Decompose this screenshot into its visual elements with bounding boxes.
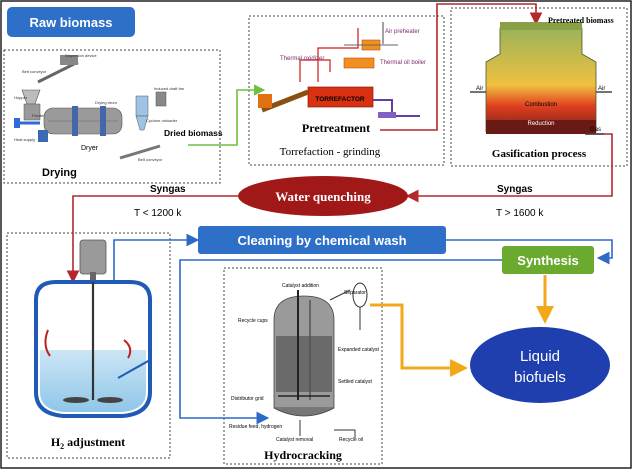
thermal-oxidizer-label: Thermal oxidizer: [280, 56, 324, 62]
feeder-label: Feeder: [32, 113, 45, 118]
heat-supply-label: Heat supply: [14, 137, 35, 142]
co-label: CO: [54, 308, 66, 317]
pretreatment-title: Pretreatment: [302, 121, 370, 135]
h2-adjustment-title: H2 adjustment: [51, 435, 125, 451]
pretreated-biomass-label: Pretreated biomass: [548, 16, 614, 25]
recycle-cups-label: Recycle cups: [238, 318, 268, 324]
syngas-left-label: Syngas: [150, 184, 186, 195]
expanded-catalyst-label: Expanded catalyst: [338, 347, 379, 353]
dispersion-label: Dispersion device: [65, 53, 97, 58]
air-right-label: Air: [598, 86, 605, 92]
hopper-label: Hopper: [14, 95, 28, 100]
settled-catalyst-label: Settled catalyst: [338, 379, 373, 385]
raw-biomass-pill: [7, 7, 135, 37]
catalyst-addition-label: Catalyst addition: [282, 283, 319, 289]
thermal-oil-boiler-label: Thermal oil boiler: [380, 60, 426, 66]
water-quenching-label: Water quenching: [275, 189, 371, 204]
recycle-oil-label: Recycle oil: [339, 437, 363, 443]
liquid-line2: biofuels: [514, 369, 566, 386]
pretreatment-subtitle: Torrefaction - grinding: [280, 146, 381, 158]
hydrocracker-illustration: [273, 282, 368, 438]
co2-h2-label: CO2+H2: [109, 310, 137, 317]
gasification-title: Gasification process: [492, 148, 587, 160]
cleaning-pill: [198, 226, 446, 254]
catalyst-removal-label: Catalyst removal: [276, 437, 313, 443]
hydrocracking-title: Hydrocracking: [264, 448, 342, 462]
dryer-illustration: [14, 55, 167, 160]
dryer-label: Dryer: [81, 145, 99, 152]
temp-right-label: T > 1600 k: [496, 208, 544, 219]
combustion-label: Combustion: [525, 102, 557, 108]
syngas-right-label: Syngas: [497, 184, 533, 195]
air-left-label: Air: [476, 86, 483, 92]
water-quenching-pill: [238, 176, 408, 216]
cleaning-to-synthesis-line: [446, 239, 613, 265]
belt-conveyor2-label: Belt conveyor: [138, 157, 163, 162]
gasifier-illustration: [470, 22, 612, 135]
cyclone-label: Cyclone unloader: [146, 118, 178, 123]
gas-label: Gas: [590, 127, 601, 133]
distributor-grid-label: Distributor grid: [231, 396, 264, 402]
syngas-left-line: [66, 195, 238, 284]
synthesis-pill: [502, 246, 594, 274]
h2-to-cleaning-line: [113, 233, 200, 282]
temp-left-label: T < 1200 k: [134, 208, 182, 219]
hydrocracking-to-fuel-arrow: [370, 303, 468, 377]
h2o-label: H2O: [52, 332, 68, 341]
synthesis-to-hydrocracking-line: [179, 259, 502, 425]
drying-title: Drying: [42, 167, 77, 179]
drying-drum-label: Drying drum: [95, 100, 117, 105]
liquid-biofuels-pill: [470, 327, 610, 403]
dried-biomass-label: Dried biomass: [164, 128, 223, 138]
cleaning-label: Cleaning by chemical wash: [237, 233, 406, 248]
induced-fan-label: Induced draft fan: [154, 86, 184, 91]
h2-reactor-illustration: [34, 239, 152, 418]
residue-feed-label: Residue feed, hydrogen: [229, 424, 282, 430]
raw-biomass-label: Raw biomass: [29, 15, 112, 30]
synthesis-label: Synthesis: [517, 253, 578, 268]
liquid-line1: Liquid: [520, 348, 560, 365]
pretreated-flow-line: [380, 3, 543, 131]
dried-flow-line: [188, 84, 266, 146]
reduction-label: Reduction: [527, 121, 554, 127]
air-preheater-label: Air preheater: [385, 29, 420, 35]
separator-label: Separator: [344, 290, 366, 296]
torrefactor-illustration: [258, 22, 420, 118]
plus-label: +: [58, 320, 63, 329]
torrefactor-label: TORREFACTOR: [315, 96, 365, 103]
belt-conveyor-label: Belt conveyor: [22, 69, 47, 74]
